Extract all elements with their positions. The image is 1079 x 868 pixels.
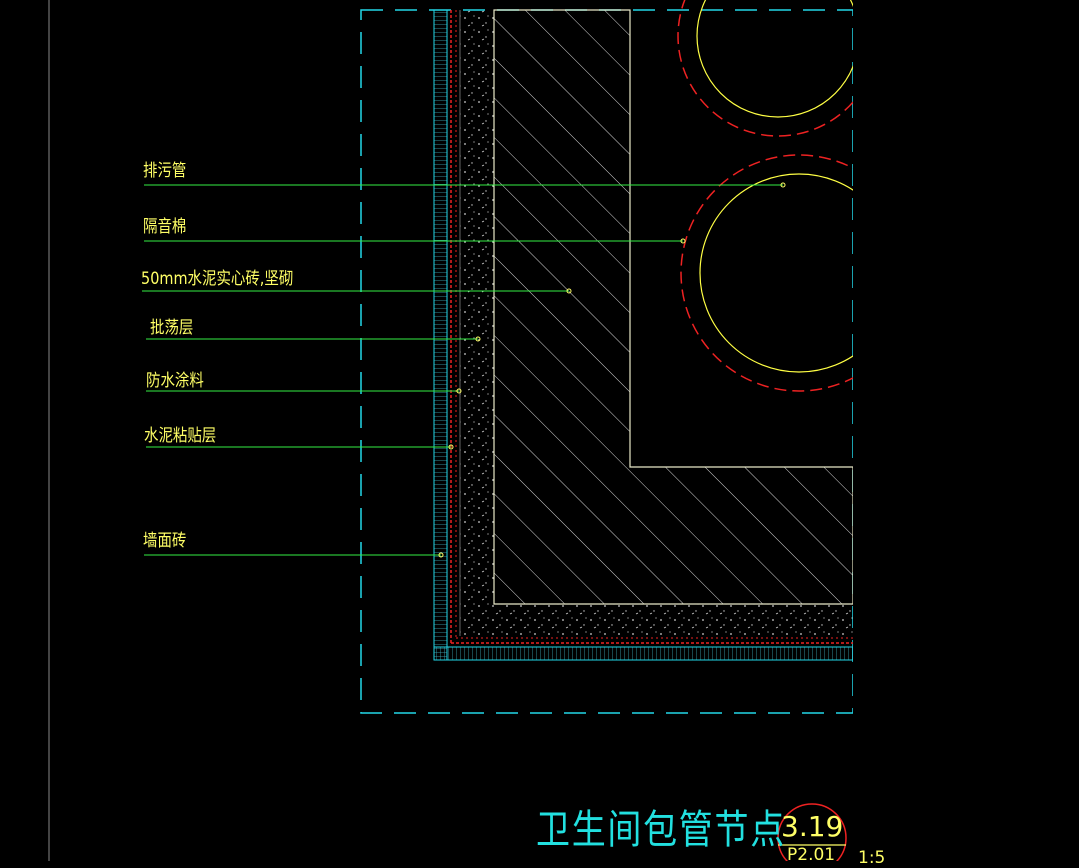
wall-tile-vertical [433, 9, 448, 661]
leader-dots [438, 182, 786, 558]
drain-pipe-lower [680, 154, 853, 392]
leader-lines [142, 184, 783, 556]
drawing-title: 卫生间包管节点 [536, 807, 786, 853]
label-drain-pipe: 排污管 [143, 161, 187, 181]
label-plaster: 批荡层 [150, 318, 194, 338]
drawing-scale: 1:5 [858, 848, 886, 868]
label-sound-insulation: 隔音棉 [143, 217, 187, 237]
brick-wall [493, 9, 853, 605]
section-symbol [777, 803, 847, 861]
wall-tile-horizontal [433, 646, 853, 661]
label-wall-tile: 墙面砖 [143, 531, 187, 551]
section-sheet-ref: P2.01 [787, 845, 836, 865]
drain-pipe-upper [677, 0, 853, 137]
label-waterproof: 防水涂料 [146, 371, 204, 391]
section-detail [360, 0, 853, 714]
section-number: 3.19 [781, 810, 844, 843]
label-cement-bond: 水泥粘贴层 [144, 426, 217, 446]
label-brick: 50mm水泥实心砖,坚砌 [141, 269, 294, 289]
